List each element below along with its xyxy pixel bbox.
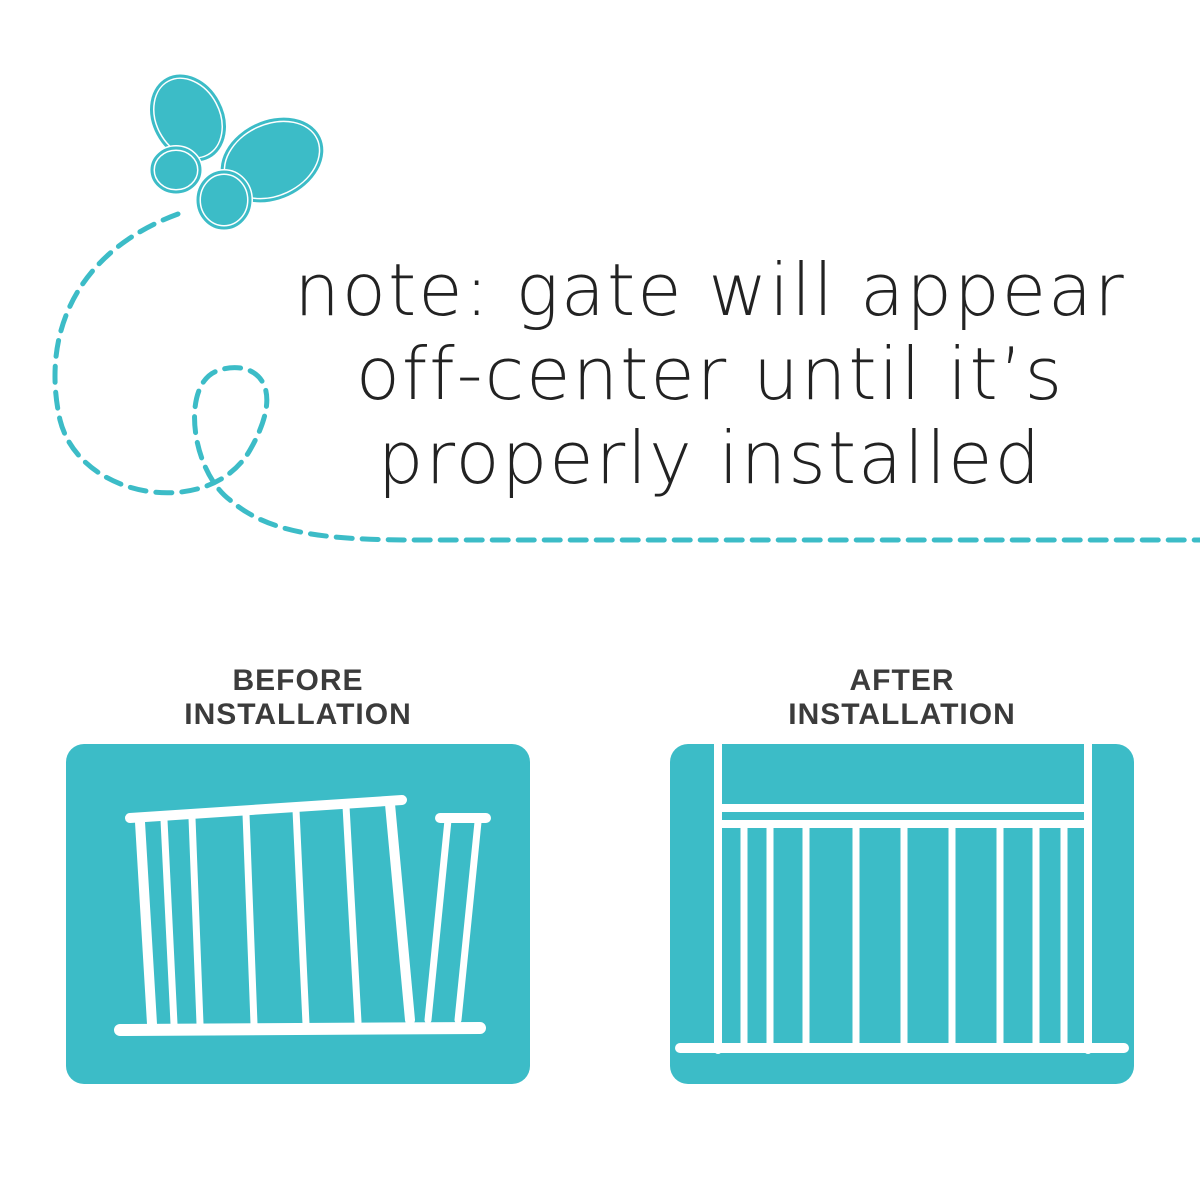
note-line-1: note: gate will appear [294, 248, 1126, 332]
butterfly-icon [148, 72, 325, 231]
before-label-line-2: INSTALLATION [184, 698, 412, 731]
tilted-gate-icon [114, 795, 491, 1036]
after-installation-label: AFTER INSTALLATION [702, 664, 1102, 732]
note-line-2: off-center until it’s [355, 332, 1065, 416]
note-line-3: properly installed [377, 416, 1043, 500]
after-label-line-1: AFTER [849, 664, 955, 697]
after-label-line-2: INSTALLATION [788, 698, 1016, 731]
after-installation-panel [670, 740, 1134, 1084]
installed-gate-icon [675, 740, 1129, 1054]
dashed-flight-path [52, 211, 1200, 543]
before-installation-label: BEFORE INSTALLATION [98, 664, 498, 732]
installation-note: note: gate will appear off-center until … [240, 248, 1180, 500]
before-installation-panel [66, 744, 530, 1084]
before-label-line-1: BEFORE [232, 664, 364, 697]
